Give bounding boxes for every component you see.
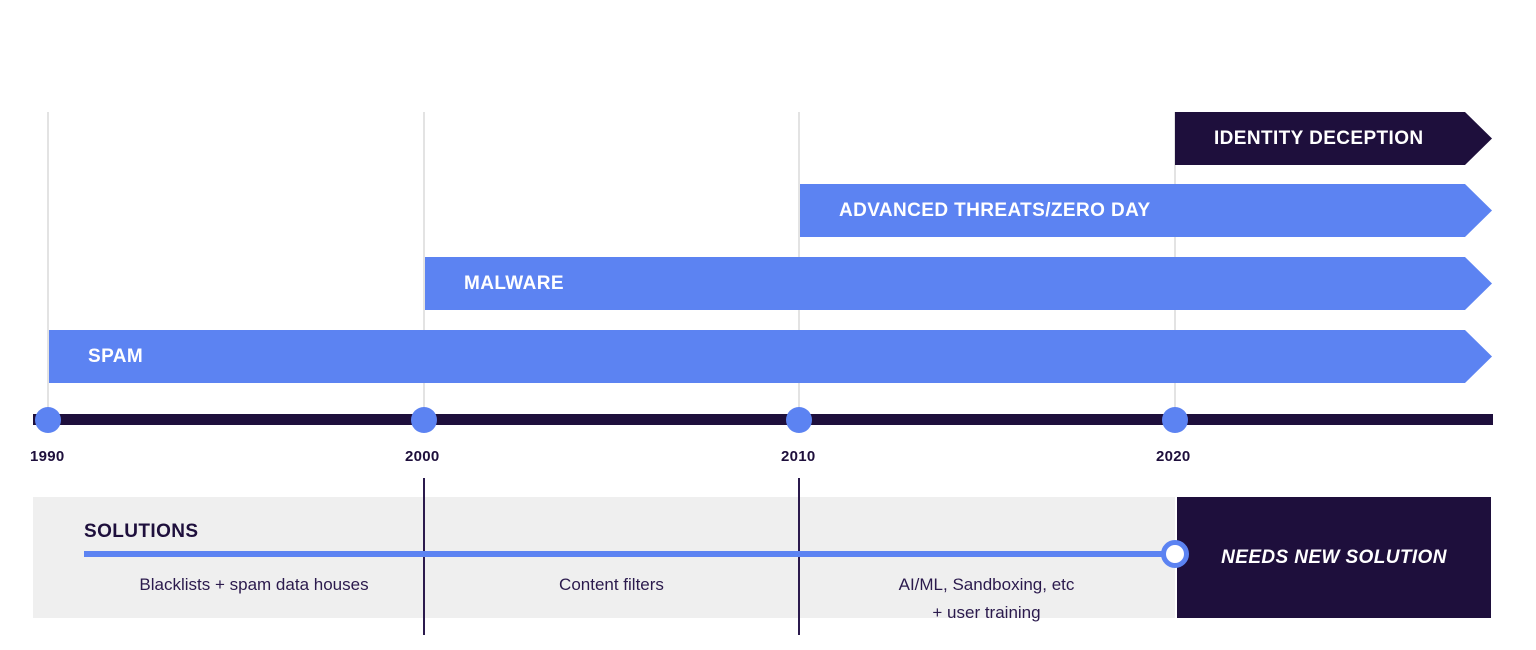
timeline-dot-2010[interactable] <box>786 407 812 433</box>
timeline-year-2000: 2000 <box>405 448 440 465</box>
solutions-heading: SOLUTIONS <box>84 521 199 542</box>
needs-new-solution-label: NEEDS NEW SOLUTION <box>1221 546 1447 568</box>
threat-bar-advanced-threats[interactable]: ADVANCED THREATS/ZERO DAY <box>800 184 1492 237</box>
threat-bar-spam[interactable]: SPAM <box>49 330 1492 383</box>
gridline-top-1990 <box>47 112 49 420</box>
needs-new-solution-callout[interactable]: NEEDS NEW SOLUTION <box>1177 497 1491 618</box>
solution-item-1990s: Blacklists + spam data houses <box>84 571 424 599</box>
timeline-year-2010: 2010 <box>781 448 816 465</box>
solutions-progress-line <box>84 551 1180 557</box>
solution-item-2010s: AI/ML, Sandboxing, etc + user training <box>799 571 1174 627</box>
solution-item-text-line1: AI/ML, Sandboxing, etc <box>898 575 1075 594</box>
timeline-year-1990: 1990 <box>30 448 65 465</box>
threat-bar-label: MALWARE <box>464 272 564 294</box>
gridline-top-2000 <box>423 112 425 420</box>
timeline-dot-2000[interactable] <box>411 407 437 433</box>
arrow-shape-icon <box>800 184 1492 237</box>
arrow-shape-icon <box>49 330 1492 383</box>
solutions-progress-endpoint-marker[interactable] <box>1161 540 1189 568</box>
arrow-shape-icon <box>1175 112 1492 165</box>
timeline-year-2020: 2020 <box>1156 448 1191 465</box>
timeline-dot-2020[interactable] <box>1162 407 1188 433</box>
timeline-dot-1990[interactable] <box>35 407 61 433</box>
threat-bar-label: ADVANCED THREATS/ZERO DAY <box>839 199 1151 221</box>
threat-bar-identity-deception[interactable]: IDENTITY DECEPTION <box>1175 112 1492 165</box>
threat-bar-label: SPAM <box>88 345 144 367</box>
solution-item-2000s: Content filters <box>424 571 799 599</box>
solution-item-text-line2: + user training <box>932 603 1041 622</box>
solution-item-text: Content filters <box>559 575 664 594</box>
solutions-panel <box>33 497 1175 618</box>
threat-bar-label: IDENTITY DECEPTION <box>1214 127 1424 149</box>
arrow-shape-icon <box>425 257 1492 310</box>
timeline-axis <box>33 414 1493 425</box>
threat-bar-malware[interactable]: MALWARE <box>425 257 1492 310</box>
solution-item-text: Blacklists + spam data houses <box>139 575 369 594</box>
